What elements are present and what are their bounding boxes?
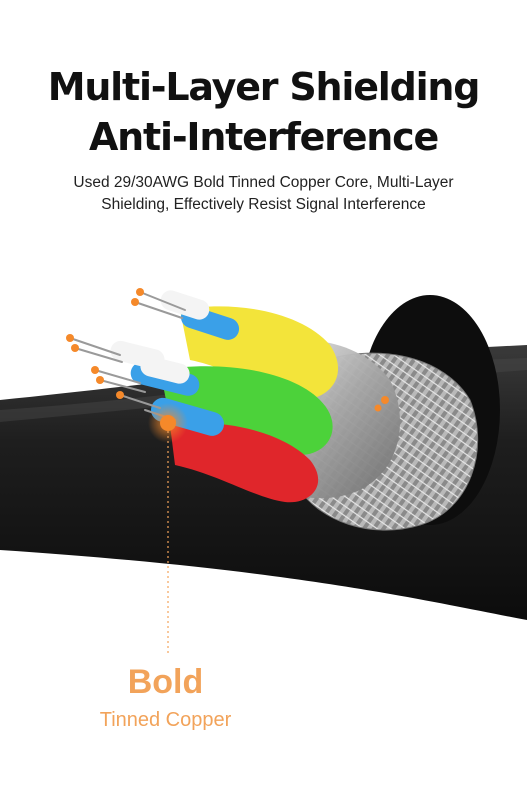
copper-strand-icon	[66, 288, 389, 412]
wire-green	[160, 366, 333, 455]
callout-title: Bold	[127, 663, 204, 701]
wire-red	[170, 423, 319, 503]
subtitle-line-1: Used 29/30AWG Bold Tinned Copper Core, M…	[73, 174, 454, 191]
headline-line-2: Anti-Interference	[88, 115, 439, 159]
headline: Multi-Layer Shielding Anti-Interference	[0, 62, 527, 162]
wire-white-3	[140, 356, 190, 384]
subtitle-line-2: Shielding, Effectively Resist Signal Int…	[101, 196, 426, 213]
headline-line-1: Multi-Layer Shielding	[47, 65, 481, 109]
copper-strands	[69, 291, 186, 421]
subtitle: Used 29/30AWG Bold Tinned Copper Core, M…	[0, 172, 527, 216]
wire-white-1	[160, 290, 210, 320]
callout-subtitle: Tinned Copper	[99, 709, 232, 731]
callout-dot	[160, 415, 176, 431]
cable-illustration	[0, 288, 527, 655]
